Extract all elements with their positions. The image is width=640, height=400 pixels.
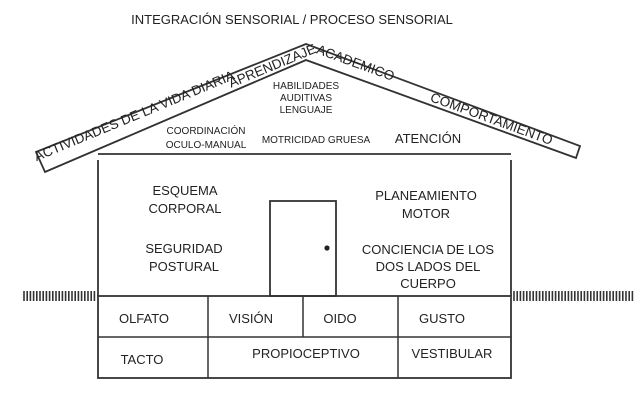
foundation-vestibular: VESTIBULAR <box>412 346 493 361</box>
attic-gross-motor: MOTRICIDAD GRUESA <box>262 135 371 146</box>
attic-attention: ATENCIÓN <box>395 131 461 146</box>
ground-line-left <box>23 291 96 301</box>
foundation-gusto: GUSTO <box>419 311 465 326</box>
wall-postural-security-line2: POSTURAL <box>149 259 219 274</box>
wall-body-schema-line1: ESQUEMA <box>152 183 217 198</box>
wall-body-schema-line2: CORPORAL <box>149 201 222 216</box>
attic-auditory-skills-line2: AUDITIVAS <box>280 93 332 104</box>
foundation-tacto: TACTO <box>121 352 164 367</box>
attic-auditory-skills-line1: HABILIDADES <box>273 81 339 92</box>
wall-bilateral-line2: DOS LADOS DEL <box>376 259 481 274</box>
foundation-vision: VISIÓN <box>229 311 273 326</box>
diagram-title: INTEGRACIÓN SENSORIAL / PROCESO SENSORIA… <box>131 12 453 27</box>
wall-motor-planning-line2: MOTOR <box>402 206 450 221</box>
wall-postural-security-line1: SEGURIDAD <box>145 241 222 256</box>
wall-bilateral-line3: CUERPO <box>400 276 456 291</box>
roof-inner-edge <box>44 59 577 173</box>
attic-coordination-line1: COORDINACIÓN <box>167 124 246 137</box>
door-knob <box>324 245 330 251</box>
wall-bilateral-line1: CONCIENCIA DE LOS <box>362 242 495 257</box>
ground-line-right <box>513 291 634 301</box>
wall-motor-planning-line1: PLANEAMIENTO <box>375 188 477 203</box>
foundation-olfato: OLFATO <box>119 311 169 326</box>
attic-auditory-skills-line3: LENGUAJE <box>280 105 333 116</box>
attic-coordination-line2: OCULO-MANUAL <box>166 140 247 151</box>
foundation-propioceptivo: PROPIOCEPTIVO <box>252 346 360 361</box>
foundation-oido: OIDO <box>323 311 356 326</box>
